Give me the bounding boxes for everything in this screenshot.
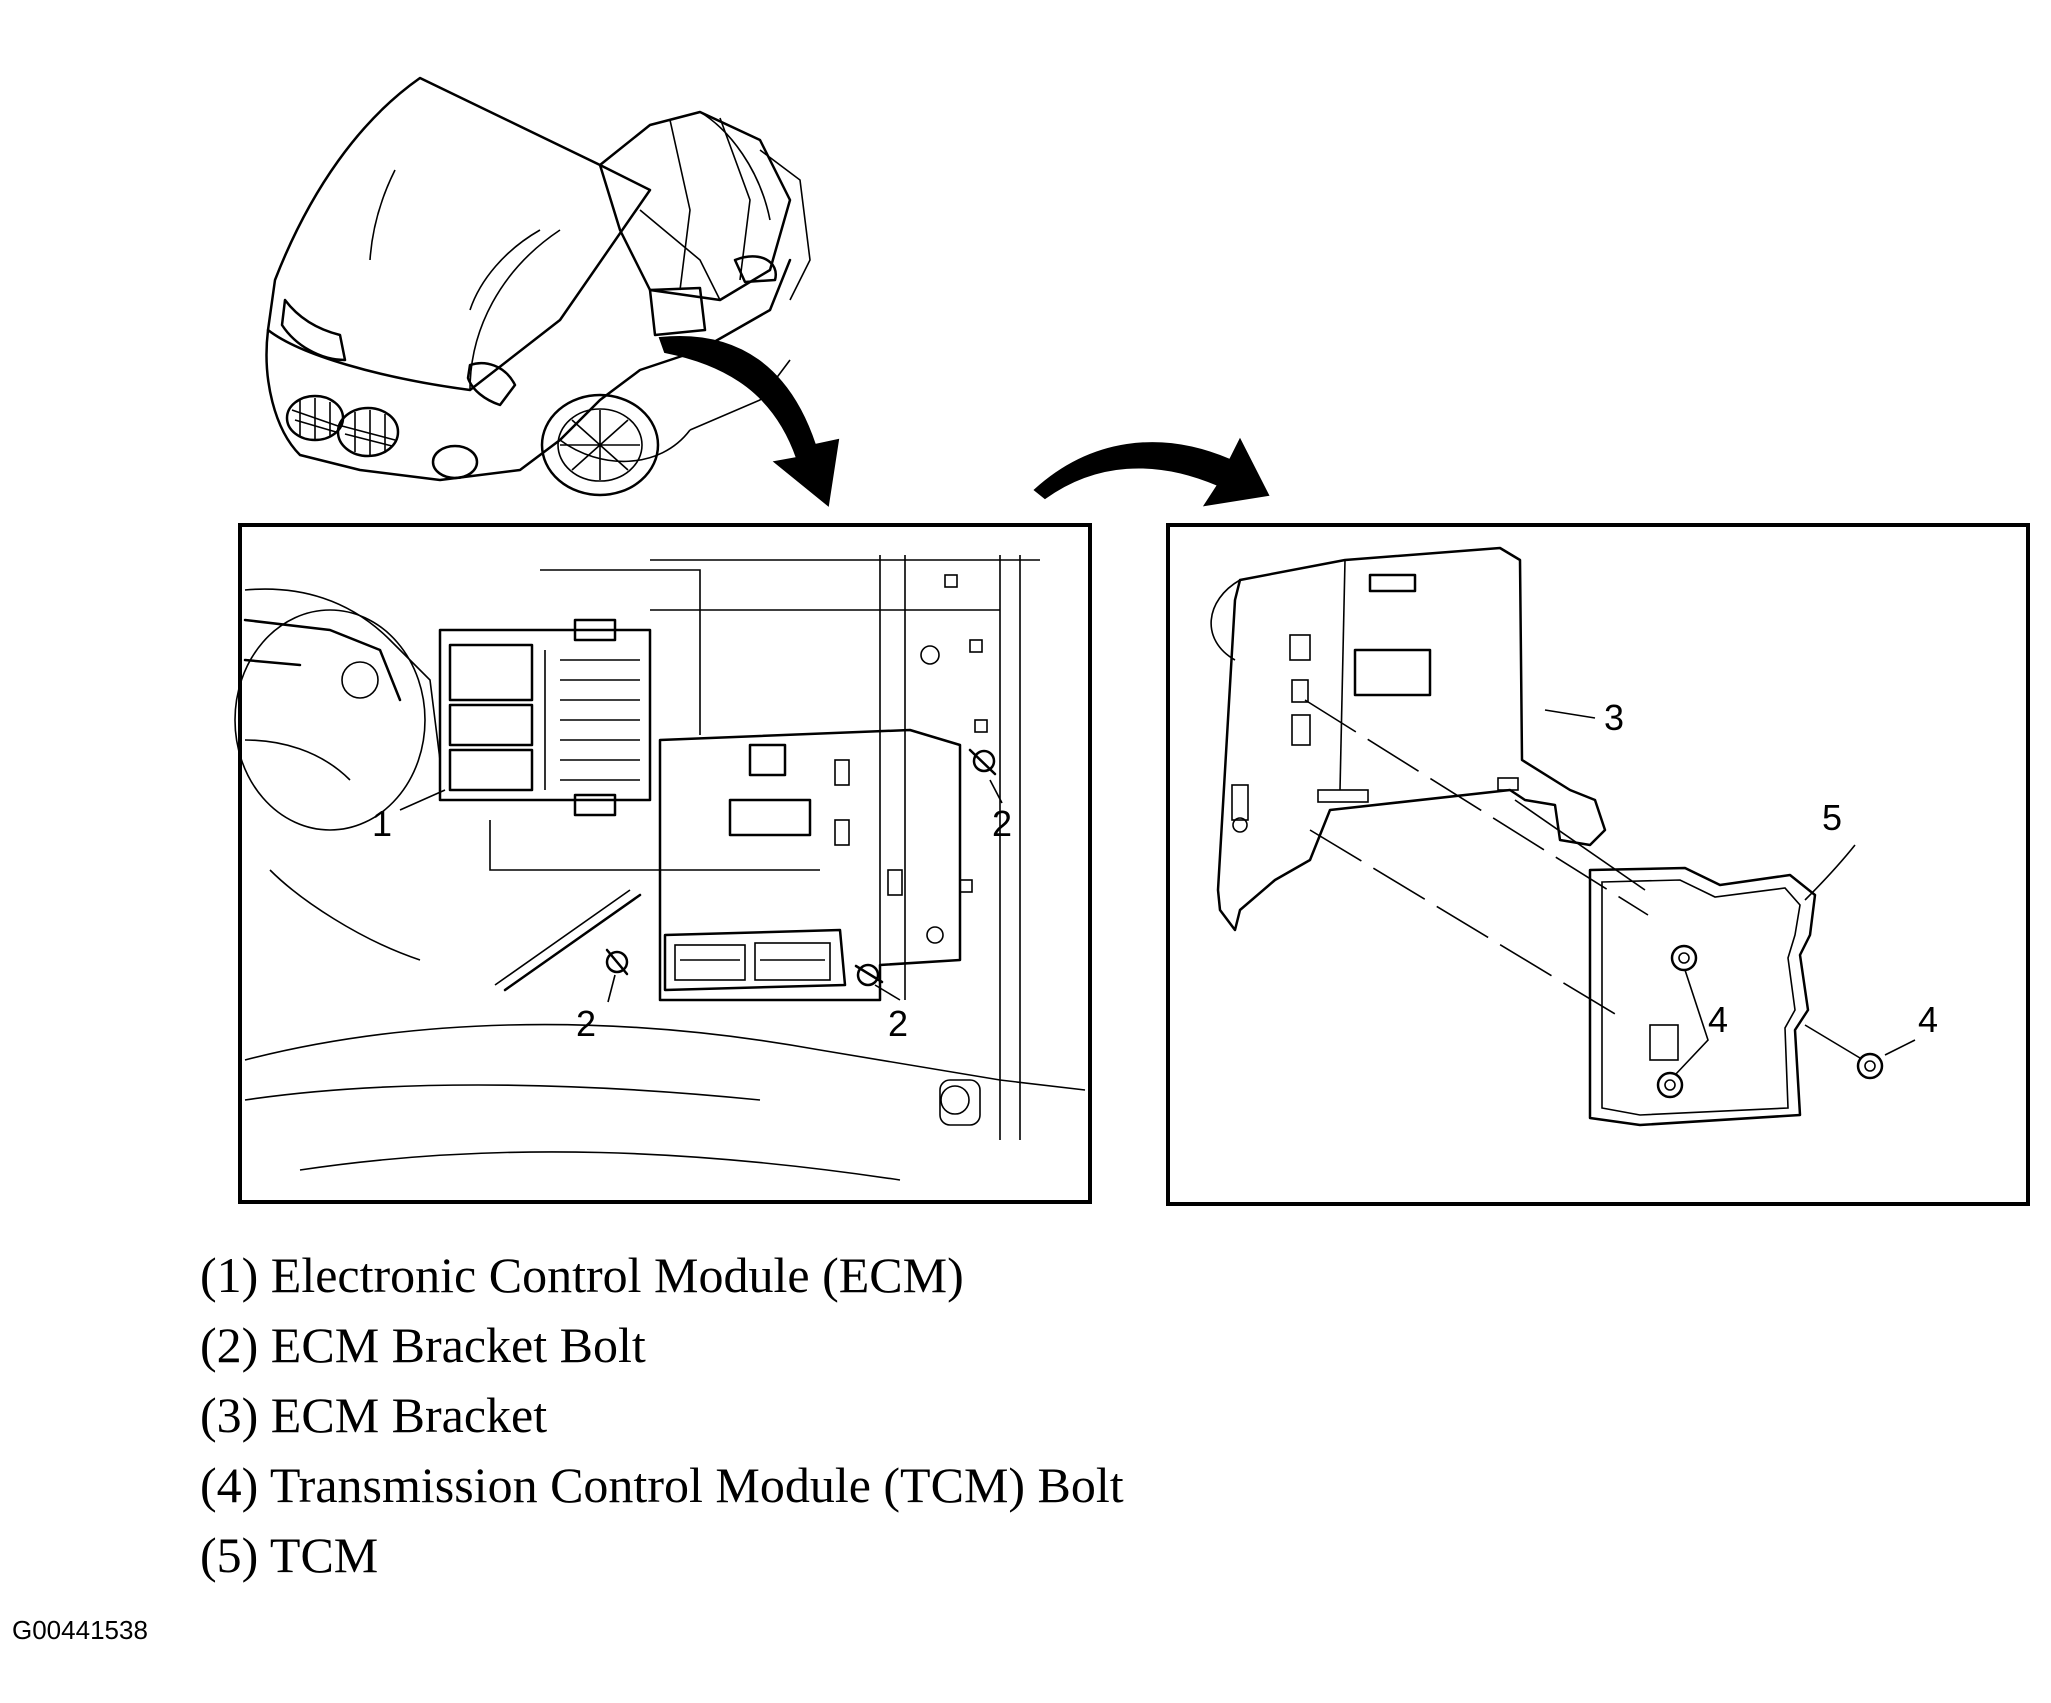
- legend-item-ecm-bracket-bolt: (2) ECM Bracket Bolt: [200, 1317, 646, 1373]
- tcm-bolt-separate: [1804, 1024, 1884, 1080]
- legend-item-ecm: (1) Electronic Control Module (ECM): [200, 1247, 964, 1303]
- callout-2-right: 2: [992, 803, 1012, 844]
- ecm-bracket: [658, 728, 962, 1002]
- legend-item-ecm-bracket: (3) ECM Bracket: [200, 1387, 548, 1443]
- ecm-bracket-bolt-b: [605, 948, 629, 976]
- pointer-arrows: [658, 336, 1270, 507]
- tcm-bolt-upper: [1670, 944, 1698, 972]
- legend-item-tcm-bolt: (4) Transmission Control Module (TCM) Bo…: [200, 1457, 1124, 1513]
- parts-legend: (1) Electronic Control Module (ECM) (2) …: [200, 1240, 1124, 1590]
- callout-2-bottom-right: 2: [888, 1003, 908, 1044]
- ecm-connectors: [663, 928, 847, 992]
- ecm-module: [438, 618, 652, 817]
- tcm-bolt-lower: [1656, 1071, 1684, 1099]
- callout-1: 1: [372, 803, 392, 844]
- callout-4-pair: 4: [1708, 999, 1728, 1040]
- callout-5: 5: [1822, 797, 1842, 838]
- tcm-exploded-view: 3 5 4 4: [1166, 523, 2030, 1206]
- vehicle-overview-illustration: [265, 76, 811, 497]
- ecm-installed-view: 1 2 2 2: [234, 523, 1092, 1204]
- ecm-bracket-exploded: [1210, 546, 1607, 932]
- figure-id: G00441538: [12, 1615, 148, 1645]
- callout-2-bottom-left: 2: [576, 1003, 596, 1044]
- callout-3: 3: [1604, 697, 1624, 738]
- arrow-to-right-view: [1033, 437, 1270, 507]
- ecm-bracket-bolt-a: [968, 748, 997, 776]
- ecm-bracket-bolt-c: [854, 963, 884, 987]
- legend-item-tcm: (5) TCM: [200, 1527, 379, 1583]
- callout-4-single: 4: [1918, 999, 1938, 1040]
- tcm-module: [1588, 866, 1817, 1127]
- arrow-to-left-view: [658, 336, 840, 507]
